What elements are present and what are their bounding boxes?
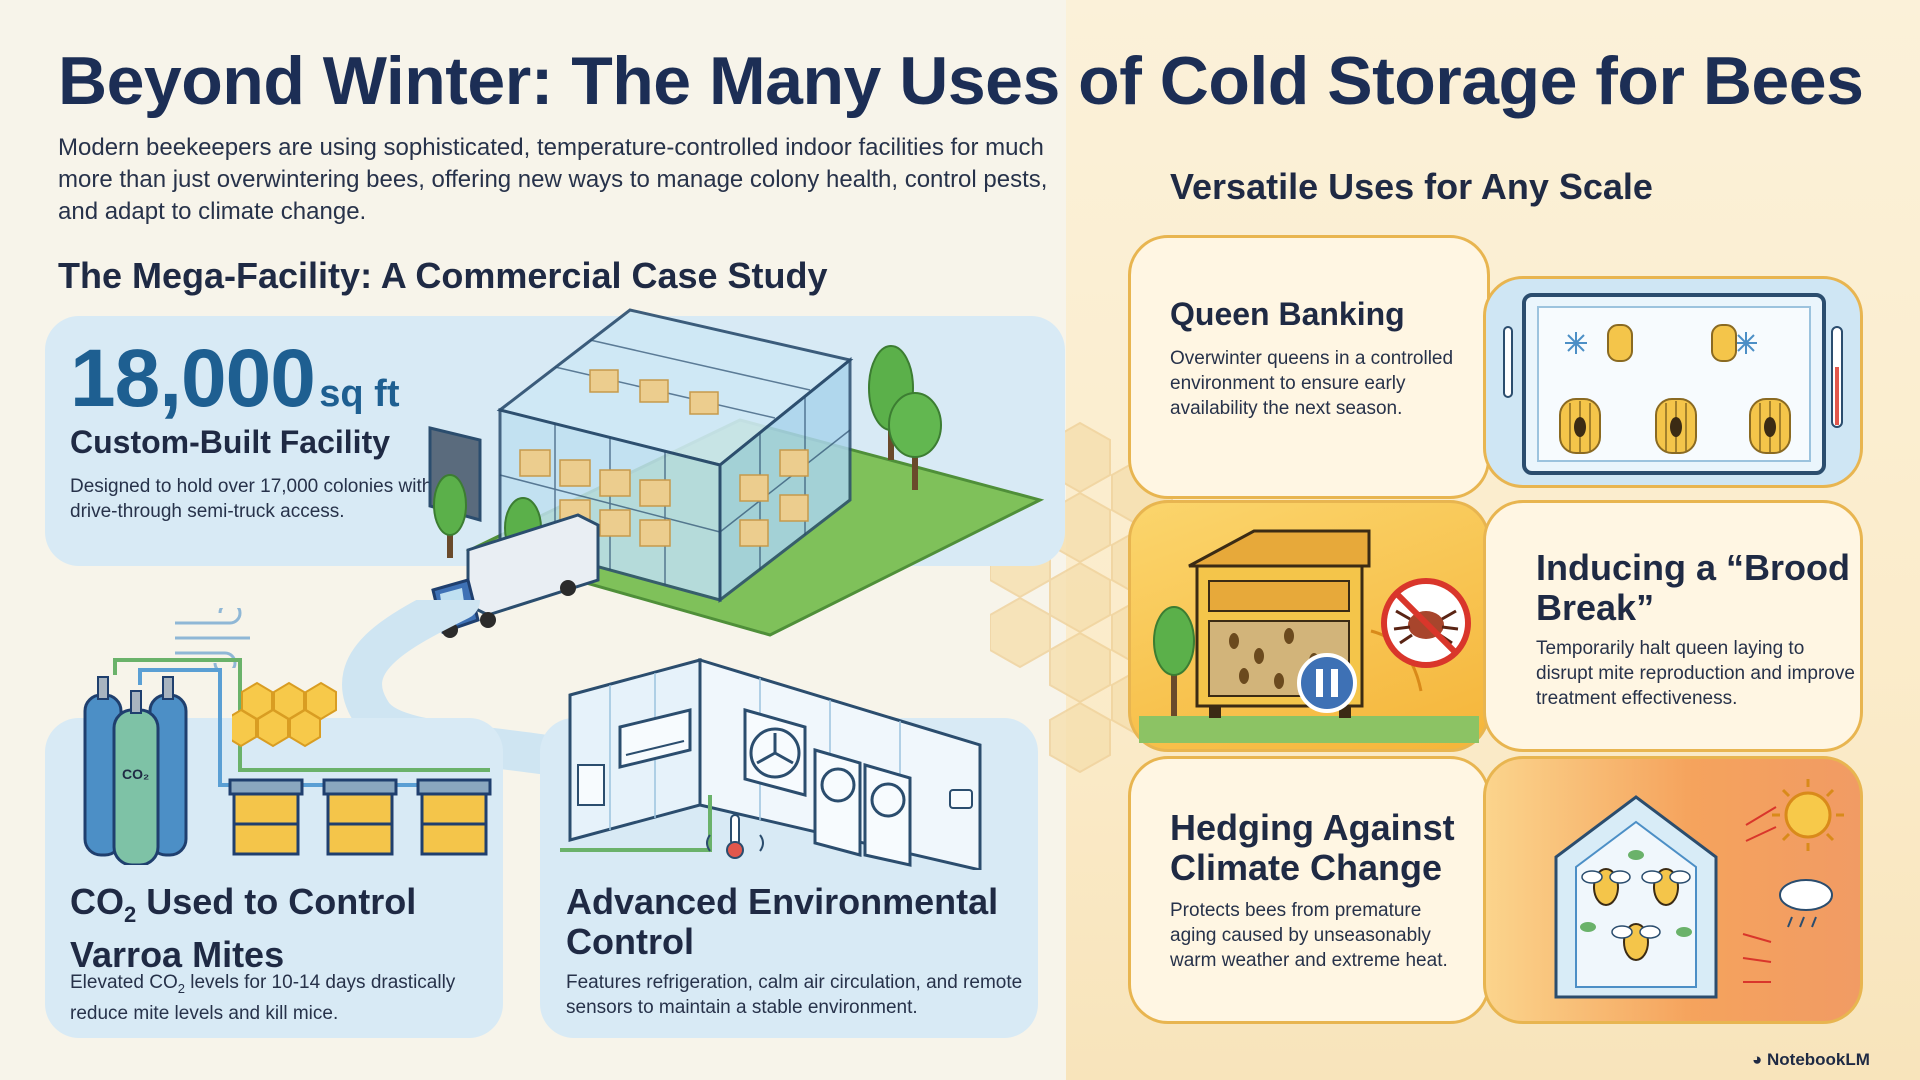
environmental-control-description: Features refrigeration, calm air circula… [566,972,1023,1018]
facility-size-unit: sq ft [319,373,400,415]
co2-tank-icon: CO₂ [83,658,490,865]
tree-icon [433,474,467,558]
bee-icon [1574,417,1776,437]
tree-icon [868,345,942,490]
snowflake-icon [1565,332,1757,354]
fan-icon [743,708,807,797]
beehive-box-icon [1139,529,1479,743]
climate-change-title: Hedging Against Climate Change [1170,807,1455,888]
queen-banking-title: Queen Banking [1170,296,1405,332]
pause-icon [1297,653,1357,713]
honeycomb-icon [232,681,337,748]
intro-paragraph: Modern beekeepers are using sophisticate… [58,134,1048,225]
hvac-unit-icon [560,657,982,870]
cloud-icon [1779,879,1833,928]
refrigerator-icon [1503,293,1843,475]
brood-break-card [1483,500,1863,752]
environmental-control-title: Advanced Environmental Control [566,881,999,962]
thermometer-icon [706,814,764,859]
brood-break-illustration [1128,500,1490,752]
climate-change-description: Protects bees from premature aging cause… [1170,900,1448,971]
co2-description: Elevated CO2 levels for 10-14 days drast… [70,972,456,1024]
facility-subtitle: Custom-Built Facility [70,424,391,460]
queen-banking-illustration [1483,276,1863,488]
bee-icon [1581,868,1691,961]
sun-icon [1772,779,1844,851]
case-study-heading: The Mega-Facility: A Commercial Case Stu… [58,255,828,296]
queen-banking-description: Overwinter queens in a controlled enviro… [1170,348,1454,419]
co2-title: CO2 Used to Control Varroa Mites [70,881,417,976]
climate-change-illustration [1483,756,1863,1024]
co2-tank-label: CO₂ [122,766,149,782]
protective-dome-icon [1554,779,1844,999]
wind-icon [175,608,250,668]
notebooklm-logo-icon: ◕ [1752,1050,1767,1069]
notebooklm-watermark: ◕ NotebookLM [1752,1050,1870,1069]
road-path [342,600,650,780]
queen-banking-card [1128,235,1490,499]
page-title: Beyond Winter: The Many Uses of Cold Sto… [58,43,1864,119]
facility-size-stat: 18,000 sq ft [70,332,399,426]
facility-size-number: 18,000 [70,333,316,424]
mite-prohibited-icon [1381,578,1471,668]
facility-description: Designed to hold over 17,000 colonies wi… [70,476,433,522]
versatile-uses-heading: Versatile Uses for Any Scale [1170,166,1653,207]
brood-break-title: Inducing a “Brood Break” [1536,547,1850,628]
climate-change-card [1128,756,1490,1024]
brood-break-description: Temporarily halt queen laying to disrupt… [1536,638,1855,709]
beehive-box-icon [228,778,492,856]
